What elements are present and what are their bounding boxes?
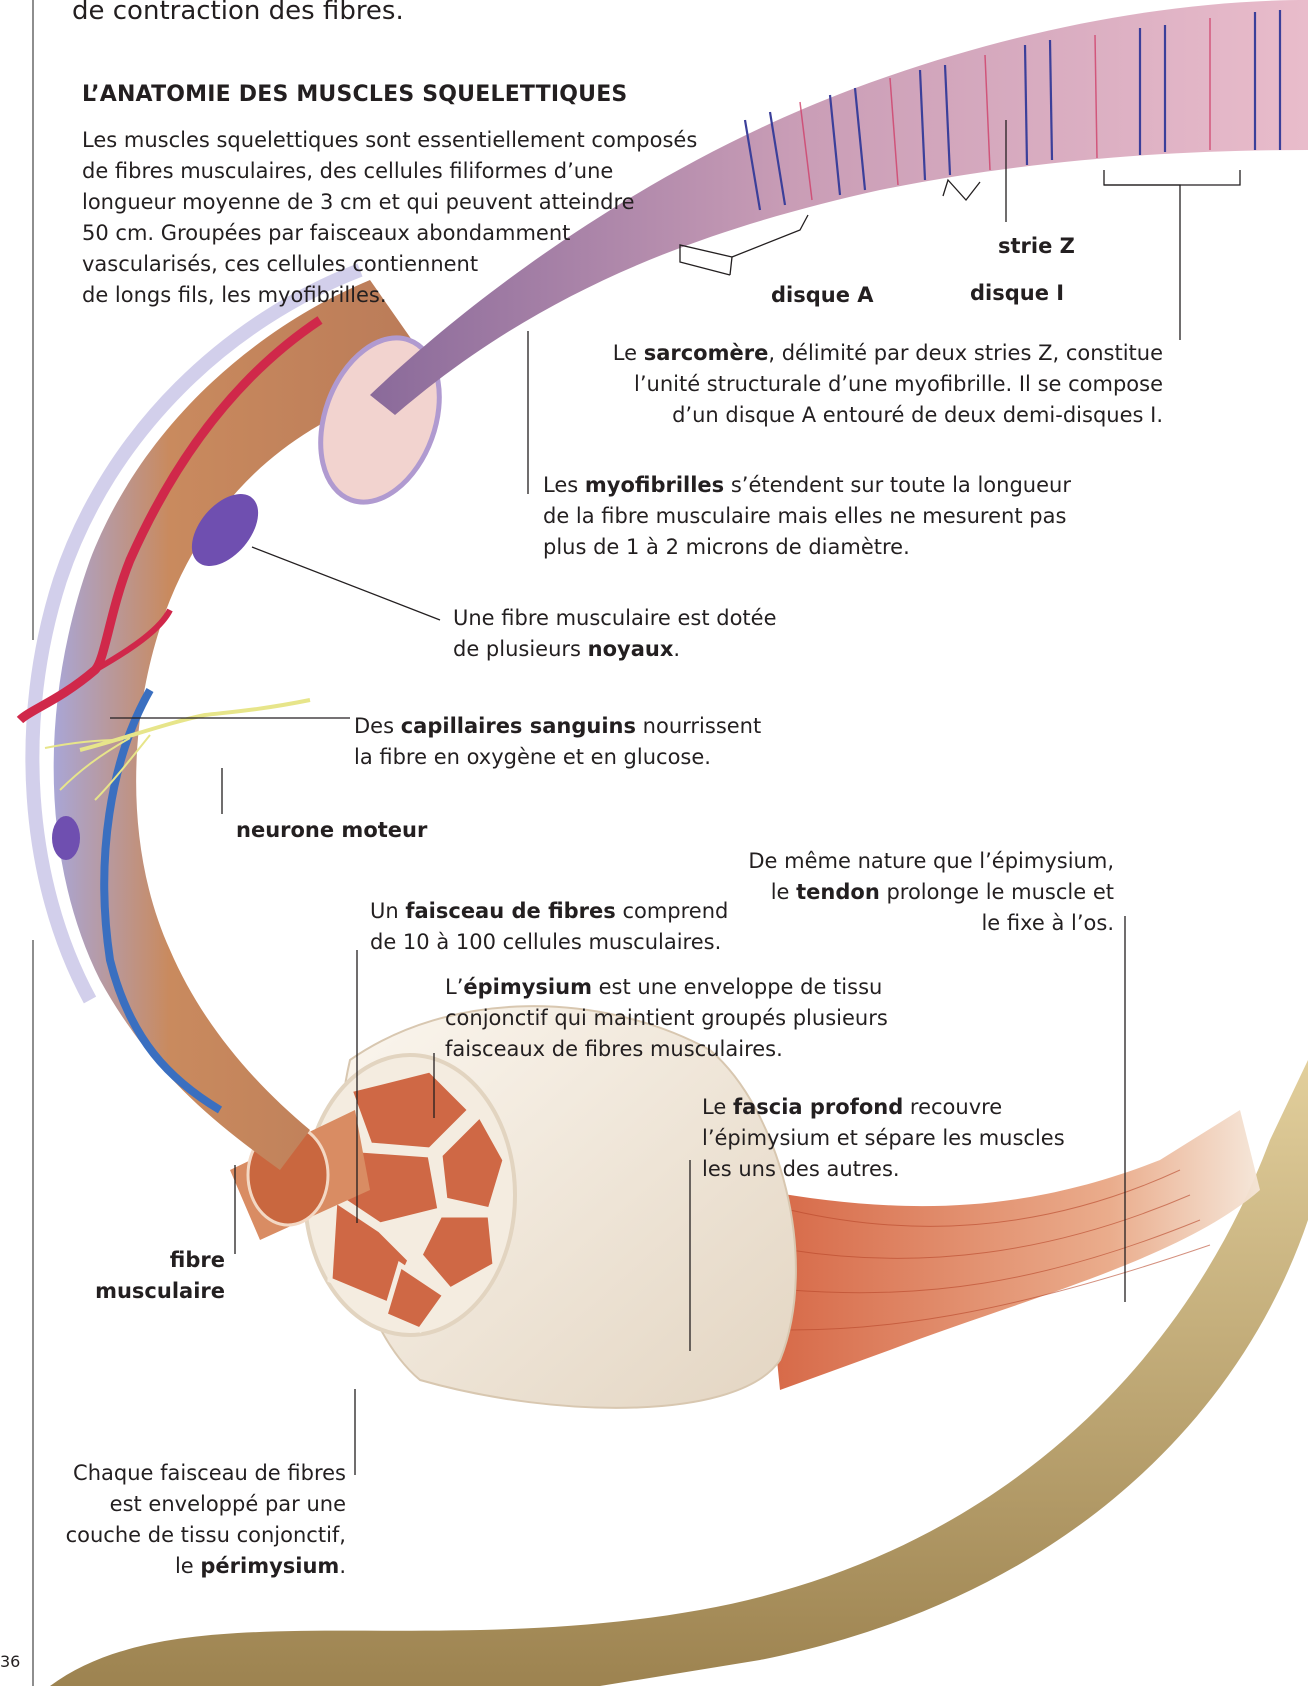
capillaires-caption: Des capillaires sanguins nourrissent la … (354, 711, 761, 773)
body-line: vascularisés, ces cellules contiennent (82, 249, 697, 280)
myofibrilles-caption: Les myofibrilles s’étendent sur toute la… (543, 470, 1071, 563)
intro-body: Les muscles squelettiques sont essentiel… (82, 125, 697, 311)
nucleus-2 (52, 816, 80, 860)
fascia-caption: Le fascia profond recouvre l’épimysium e… (702, 1092, 1065, 1185)
section-heading: L’ANATOMIE DES MUSCLES SQUELETTIQUES (82, 82, 627, 107)
body-line: Les muscles squelettiques sont essentiel… (82, 125, 697, 156)
body-line: 50 cm. Groupées par faisceaux abondammen… (82, 218, 697, 249)
label-disque-i: disque I (970, 278, 1064, 309)
body-line: longueur moyenne de 3 cm et qui peuvent … (82, 187, 697, 218)
faisceau-caption: Un faisceau de fibres comprend de 10 à 1… (370, 896, 728, 958)
perimysium-caption: Chaque faisceau de fibres est enveloppé … (66, 1458, 346, 1582)
body-line: de fibres musculaires, des cellules fili… (82, 156, 697, 187)
label-fibre-musculaire: fibre musculaire (95, 1245, 225, 1307)
page-number: 36 (0, 1652, 20, 1671)
label-disque-a: disque A (771, 280, 874, 311)
epimysium-caption: L’épimysium est une enveloppe de tissu c… (445, 972, 888, 1065)
label-strie-z: strie Z (998, 231, 1075, 262)
tendon-caption: De même nature que l’épimysium, le tendo… (748, 846, 1114, 939)
noyaux-caption: Une fibre musculaire est dotée de plusie… (453, 603, 777, 665)
body-line: de longs fils, les myofibrilles. (82, 280, 697, 311)
intro-fragment: de contraction des fibres. (72, 0, 404, 28)
label-neurone-moteur: neurone moteur (236, 815, 427, 846)
sarcomere-caption: Le sarcomère, délimité par deux stries Z… (613, 338, 1163, 431)
